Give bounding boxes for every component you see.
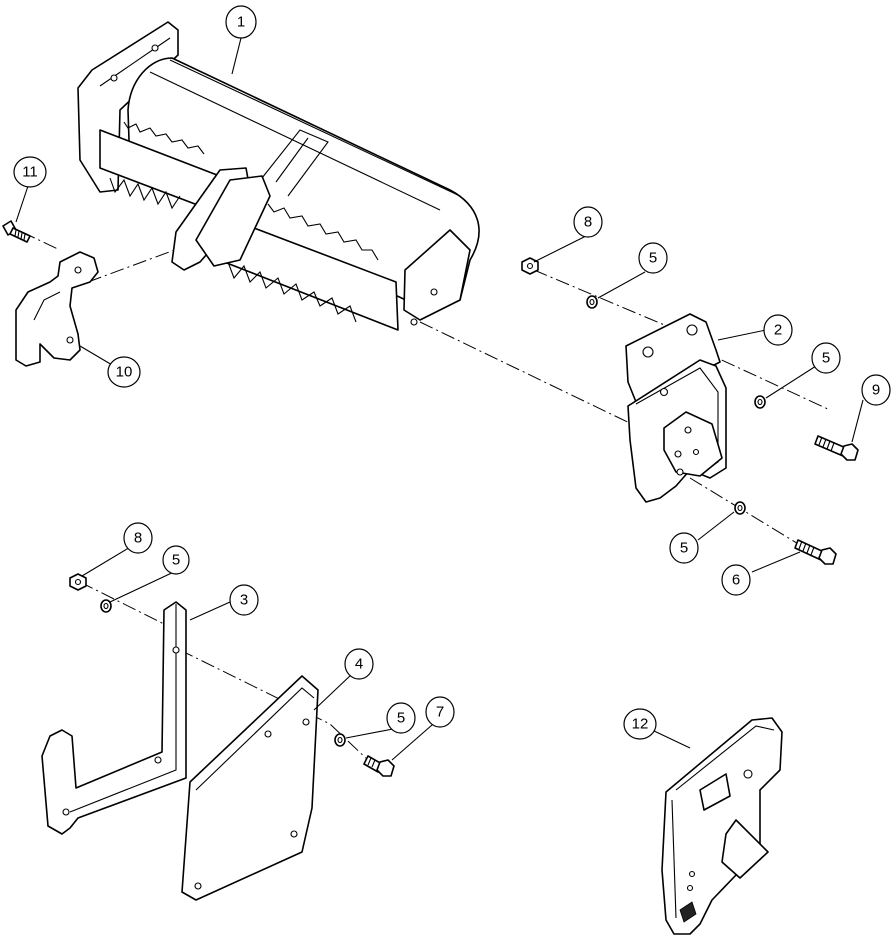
l-bracket-part (41, 601, 187, 835)
washer-5-right (754, 395, 766, 409)
callout-5c-label: 5 (680, 540, 688, 557)
callout-5d-label: 5 (172, 552, 180, 569)
callout-7-label: 7 (436, 704, 444, 721)
callout-5-e: 5 (386, 702, 416, 734)
callout-2: 2 (763, 314, 793, 346)
callout-4: 4 (344, 648, 374, 680)
callout-8-a: 8 (573, 206, 603, 238)
callout-3: 3 (229, 584, 259, 616)
callout-9-label: 9 (872, 382, 880, 399)
callout-5a-label: 5 (649, 250, 657, 267)
callout-1-label: 1 (237, 14, 245, 31)
nut-8-top (521, 257, 539, 275)
callout-5-d: 5 (162, 545, 190, 575)
callout-12-label: 12 (632, 716, 649, 733)
callout-11: 11 (13, 156, 47, 188)
assembly-axes (21, 231, 831, 763)
callout-2-label: 2 (774, 322, 782, 339)
callout-8b-label: 8 (134, 530, 142, 547)
callout-10: 10 (107, 356, 141, 388)
callout-12: 12 (623, 708, 657, 740)
callout-leaders (15, 37, 864, 761)
washer-5-plate (334, 733, 346, 747)
callout-5-a: 5 (638, 242, 668, 274)
hook-plate-part (15, 251, 99, 367)
callout-9: 9 (861, 374, 891, 406)
callout-5-c: 5 (669, 532, 699, 564)
main-frame-part (77, 21, 480, 331)
callout-4-label: 4 (355, 656, 363, 673)
callout-5b-label: 5 (822, 350, 830, 367)
right-bracket-part (625, 313, 727, 503)
washer-5-bottom-left (100, 599, 112, 613)
callout-3-label: 3 (240, 592, 248, 609)
bolt-11 (2, 220, 31, 243)
callout-6-label: 6 (732, 572, 740, 589)
callout-5-b: 5 (811, 342, 841, 374)
callout-7: 7 (425, 696, 455, 728)
washer-5-lower (734, 501, 746, 515)
callout-8a-label: 8 (584, 214, 592, 231)
counterweight-part (661, 717, 783, 935)
flat-plate-part (181, 675, 319, 901)
callout-6: 6 (721, 564, 751, 596)
callout-10-label: 10 (116, 364, 133, 381)
callout-8-b: 8 (123, 522, 153, 554)
callout-1: 1 (225, 5, 257, 39)
callout-11-label: 11 (22, 164, 38, 181)
callout-5e-label: 5 (397, 710, 405, 727)
bolt-7 (363, 755, 395, 777)
bolt-9 (814, 435, 859, 461)
nut-8-bottom (69, 573, 87, 591)
bolt-6 (794, 539, 837, 565)
washer-5-top (586, 295, 598, 309)
